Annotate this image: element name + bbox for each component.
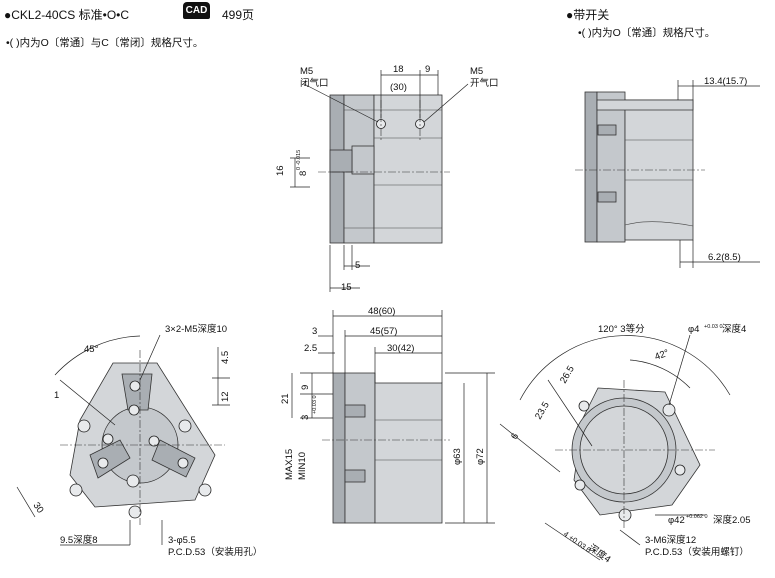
switch-view: 13.4(15.7) 6.2(8.5) <box>575 76 760 268</box>
angle-120: 120° 3等分 <box>598 323 645 335</box>
side-view: 48(60) 3 45(57) 2.5 30(42) 9 21 3 +0.03 … <box>280 306 495 524</box>
recess-42-tolerance: +0.062 0 <box>686 514 708 520</box>
open-port-thread: M5 <box>470 66 483 77</box>
switch-section-title: ●带开关 <box>566 8 610 22</box>
dim-30: (30) <box>390 82 407 93</box>
dim-30: 30 <box>31 500 46 515</box>
m6-holes: 3-M6深度12 <box>645 534 696 546</box>
min-10: MIN10 <box>297 452 308 480</box>
dim-18: 18 <box>393 64 404 75</box>
m5-holes-label: 3×2-M5深度10 <box>165 323 227 335</box>
closed-port-label: 闭气口 <box>300 77 329 89</box>
dim-5: 5 <box>355 260 360 271</box>
pcd-53-holes: P.C.D.53（安装用孔） <box>168 546 262 558</box>
dim-9: 9 <box>300 385 311 390</box>
dim-4-5: 4.5 <box>220 351 231 364</box>
angle-45: 45° <box>84 344 99 355</box>
dim-15: 15 <box>341 282 352 293</box>
max-15: MAX15 <box>284 449 295 480</box>
dim-6-2: 6.2(8.5) <box>708 252 741 263</box>
dia-63: φ63 <box>452 448 463 465</box>
dim-1: 1 <box>54 390 59 401</box>
dim-26-5: 26.5 <box>558 364 577 386</box>
dim-9: 9 <box>425 64 430 75</box>
dia-72: φ72 <box>475 448 486 465</box>
page-title: ●CKL2-40CS 标准•O•C <box>4 8 130 22</box>
closed-port-thread: M5 <box>300 66 313 77</box>
dim-23-5: 23.5 <box>533 400 552 422</box>
pcd-53-bolts: P.C.D.53（安装用螺钉） <box>645 546 749 558</box>
open-port-label: 开气口 <box>470 77 499 89</box>
dim-21: 21 <box>280 393 291 404</box>
recess-depth: 深度2.05 <box>713 514 751 526</box>
holes-5-5: 3-φ5.5 <box>168 535 196 546</box>
dim-16: 16 <box>275 165 286 176</box>
side-view-flange <box>332 372 346 524</box>
dim-2-5: 2.5 <box>304 343 317 354</box>
recess-42: φ42 <box>668 515 685 526</box>
depth-4: 深度4 <box>586 542 613 566</box>
dim-3b-tolerance: +0.03 0 <box>312 395 318 414</box>
dim-8-tolerance: 0 -0.015 <box>296 150 302 170</box>
pin-4-tolerance: +0.03 0 <box>704 324 723 330</box>
cad-badge-icon[interactable]: CAD <box>183 2 210 19</box>
rear-view: 120° 3等分 φ4 +0.03 0 深度4 42° 26.5 23.5 6 … <box>499 323 751 566</box>
angle-42: 42° <box>653 348 670 363</box>
dim-3b: 3 <box>300 415 311 420</box>
dim-45: 45(57) <box>370 326 397 337</box>
depth-9-5: 9.5深度8 <box>60 534 98 546</box>
dim-30-42: 30(42) <box>387 343 414 354</box>
dim-13-4: 13.4(15.7) <box>704 76 747 87</box>
dim-3: 3 <box>312 326 317 337</box>
dim-8: 8 <box>298 171 309 176</box>
dim-12: 12 <box>220 391 231 402</box>
top-view-body <box>373 94 443 244</box>
pin-4-depth: 深度4 <box>722 323 746 335</box>
front-view: 45° 1 3×2-M5深度10 4.5 12 30 9.5深度8 3-φ5.5… <box>16 323 262 558</box>
dimension-note: •( )内为O〔常通〕与C〔常闭〕规格尺寸。 <box>6 37 204 49</box>
switch-dimension-note: •( )内为O〔常通〕规格尺寸。 <box>578 27 716 39</box>
dim-48: 48(60) <box>368 306 395 317</box>
page-reference[interactable]: 499页 <box>222 8 255 22</box>
jaw-top <box>121 373 153 411</box>
dim-6: 6 <box>509 431 521 441</box>
pin-4: φ4 <box>688 324 699 335</box>
top-view: M5 闭气口 M5 开气口 18 (30) 9 16 8 0 -0.015 5 … <box>275 64 499 293</box>
